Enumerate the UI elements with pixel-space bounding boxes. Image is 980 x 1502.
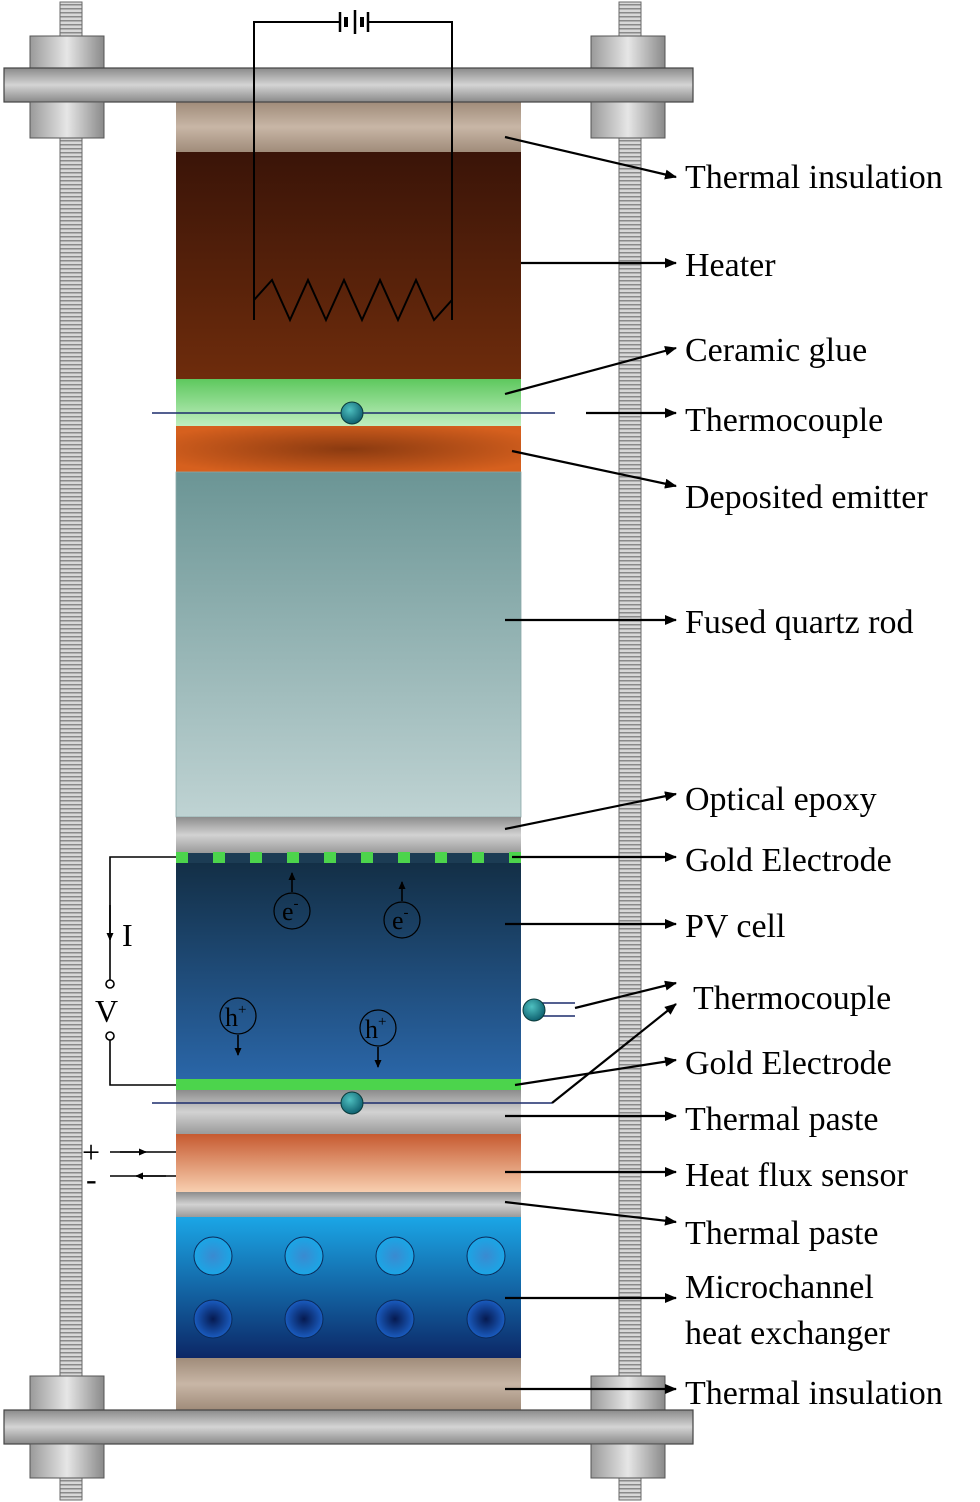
label-optical-epoxy: Optical epoxy xyxy=(685,781,877,818)
bottom-clamp-plate xyxy=(3,1409,694,1445)
gold-electrode-bottom-layer xyxy=(176,1079,521,1090)
current-label: I xyxy=(122,917,133,953)
voltage-terminal-bottom xyxy=(105,1031,115,1041)
heater-wire-right xyxy=(368,21,453,320)
label-heater: Heater xyxy=(685,247,776,284)
label-ceramic-glue: Ceramic glue xyxy=(685,332,867,369)
hole-carrier-1: h+ xyxy=(219,997,257,1056)
threaded-rods xyxy=(59,1,642,1501)
bottom-nut-right-upper xyxy=(590,1375,666,1411)
label-thermocouple-top: Thermocouple xyxy=(685,402,883,439)
clamp-top xyxy=(3,35,694,139)
label-thermal-insulation-bottom: Thermal insulation xyxy=(685,1375,943,1412)
thermal-insulation-top-layer xyxy=(176,102,521,152)
electron-carrier-2: e- xyxy=(383,881,421,939)
charge-carriers: e- e- h+ h+ xyxy=(219,872,421,1068)
label-fused-quartz-rod: Fused quartz rod xyxy=(685,604,914,641)
thermocouple-bead-top xyxy=(340,401,364,425)
optical-epoxy-layer xyxy=(176,817,521,853)
heater-circuit xyxy=(253,21,453,323)
label-thermal-paste-bottom: Thermal paste xyxy=(685,1215,879,1252)
svg-text:e-: e- xyxy=(392,905,409,935)
label-heat-flux-sensor: Heat flux sensor xyxy=(685,1157,909,1194)
layer-stack xyxy=(175,102,522,1410)
electron-carrier-1: e- xyxy=(273,872,311,930)
label-microchannel-line1: Microchannel xyxy=(685,1269,874,1306)
plus-label: + xyxy=(82,1134,100,1170)
top-nut-left-upper xyxy=(29,35,105,69)
fused-quartz-rod-layer xyxy=(175,471,522,818)
label-thermal-paste-top: Thermal paste xyxy=(685,1101,879,1138)
label-gold-electrode-bottom: Gold Electrode xyxy=(685,1045,892,1082)
thermocouple-top xyxy=(152,401,555,425)
label-thermal-insulation-top: Thermal insulation xyxy=(685,159,943,196)
leader-arrows xyxy=(504,135,677,1394)
heat-flux-leads xyxy=(110,1148,176,1180)
voltage-label: V xyxy=(95,993,118,1029)
gold-electrode-top-grid xyxy=(176,853,521,863)
voltage-terminal-top xyxy=(105,979,115,989)
bottom-nut-left-lower xyxy=(29,1443,105,1479)
svg-text:h+: h+ xyxy=(225,1002,246,1032)
thermocouple-mid xyxy=(522,998,575,1022)
label-microchannel-line2: heat exchanger xyxy=(685,1315,890,1352)
battery-icon xyxy=(338,10,370,34)
bottom-nut-left-upper xyxy=(29,1375,105,1411)
heater-resistor-zigzag xyxy=(253,277,453,323)
bottom-nut-right-lower xyxy=(590,1443,666,1479)
hole-carrier-2: h+ xyxy=(359,1009,397,1068)
microchannel-heat-exchanger-layer xyxy=(176,1217,521,1358)
right-threaded-rod xyxy=(618,1,642,1501)
deposited-emitter-layer xyxy=(176,426,521,472)
label-gold-electrode-top: Gold Electrode xyxy=(685,842,892,879)
heater-layer xyxy=(176,152,521,379)
minus-label: - xyxy=(86,1161,97,1197)
top-nut-left-lower xyxy=(29,101,105,139)
top-nut-right-upper xyxy=(590,35,666,69)
svg-text:e-: e- xyxy=(282,896,299,926)
pv-cell-layer xyxy=(176,863,521,1079)
top-clamp-plate xyxy=(3,67,694,103)
left-threaded-rod xyxy=(59,1,83,1501)
thermocouple-bead-mid xyxy=(522,998,546,1022)
pv-external-circuit xyxy=(105,856,176,1086)
thermocouple-bottom xyxy=(152,1091,552,1115)
heat-flux-sensor-layer xyxy=(176,1134,521,1192)
svg-text:h+: h+ xyxy=(365,1014,386,1044)
thermal-paste-bottom-layer xyxy=(176,1192,521,1217)
top-nut-right-lower xyxy=(590,101,666,139)
label-pv-cell: PV cell xyxy=(685,908,785,945)
thermocouple-bead-bottom xyxy=(340,1091,364,1115)
heater-wire xyxy=(253,21,340,320)
layer-labels: Thermal insulation Heater Ceramic glue T… xyxy=(685,159,943,1412)
label-deposited-emitter: Deposited emitter xyxy=(685,479,928,516)
microchannel-holes xyxy=(193,1236,506,1339)
clamp-bottom xyxy=(3,1375,694,1479)
label-thermocouple-mid: Thermocouple xyxy=(693,980,891,1017)
thermal-insulation-bottom-layer xyxy=(176,1358,521,1410)
